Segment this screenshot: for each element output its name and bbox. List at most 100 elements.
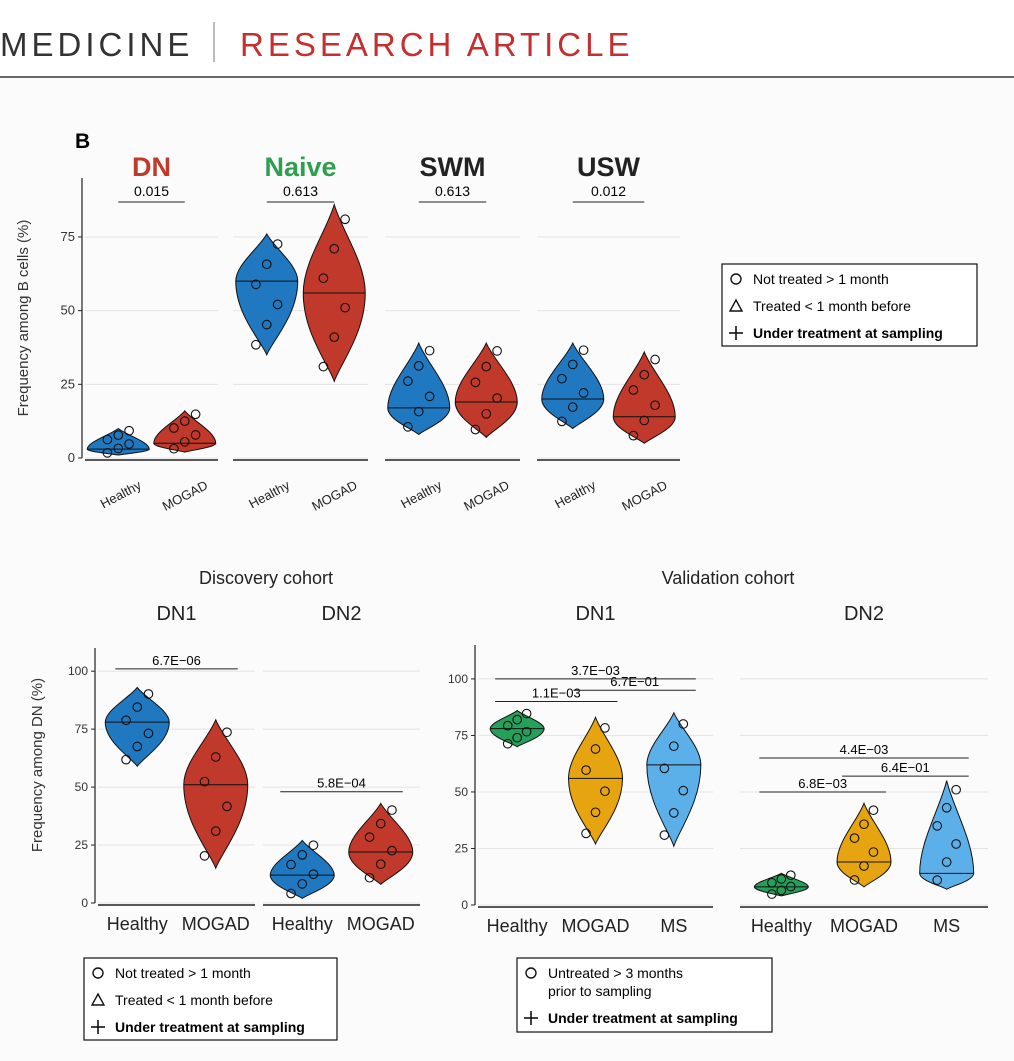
data-point (590, 744, 601, 754)
data-point (403, 421, 413, 432)
data-point (121, 715, 131, 726)
violin-healthy (235, 232, 299, 357)
violin-mogad (348, 802, 414, 886)
y-tick-label: 75 (75, 722, 89, 736)
data-point (222, 727, 232, 738)
legend-label: prior to sampling (548, 983, 652, 999)
legend-triangle-icon (728, 298, 744, 312)
data-point (286, 888, 296, 899)
comparison-pvalue: 1.1E−03 (532, 686, 581, 701)
facet-title: DN2 (844, 603, 884, 625)
data-point (210, 826, 221, 836)
data-point (650, 400, 660, 411)
data-point (297, 879, 308, 889)
legend-circle-icon (525, 967, 537, 979)
data-point (102, 434, 113, 445)
data-point (557, 416, 567, 427)
data-point (502, 720, 513, 731)
violin-mogad (454, 341, 518, 439)
data-point (470, 424, 481, 435)
legend-label: Under treatment at sampling (753, 325, 943, 341)
legend-label: Treated < 1 month before (753, 298, 911, 314)
data-point (403, 376, 413, 386)
data-point (387, 805, 397, 815)
data-point (849, 833, 860, 843)
x-tick-label: MOGAD (182, 914, 250, 934)
data-point (628, 430, 639, 441)
data-point (668, 808, 679, 818)
data-point (502, 738, 513, 749)
pvalue-label: 0.015 (134, 183, 169, 199)
data-point (329, 332, 340, 343)
comparison-pvalue: 6.7E−06 (152, 653, 201, 668)
article-type: RESEARCH ARTICLE (240, 26, 634, 63)
x-tick-label: Healthy (751, 916, 812, 936)
y-tick-label: 0 (81, 896, 88, 910)
data-point (567, 359, 578, 370)
data-point (199, 776, 210, 787)
y-tick-label: 0 (68, 450, 75, 465)
data-point (785, 881, 796, 892)
data-point (868, 805, 879, 816)
data-point (132, 702, 143, 712)
data-point (767, 889, 777, 899)
violin-ms (919, 780, 975, 890)
data-point (470, 377, 481, 388)
data-point (169, 443, 179, 454)
data-point (424, 345, 435, 356)
data-point (169, 423, 179, 433)
y-tick-label: 25 (61, 376, 75, 391)
data-point (179, 436, 190, 447)
validation-cohort-title: Validation cohort (662, 568, 795, 588)
data-point (650, 354, 660, 365)
data-point (776, 874, 787, 884)
facet-title: DN2 (321, 603, 361, 625)
journal-name: MEDICINE (0, 26, 194, 63)
data-point (659, 763, 670, 774)
y-tick-label: 75 (61, 229, 75, 244)
violin-ms (646, 711, 702, 848)
legend-label: Untreated > 3 months (548, 965, 683, 981)
data-point (557, 373, 567, 384)
data-point (124, 439, 134, 449)
x-tick-label: MS (660, 916, 687, 936)
violin-healthy (541, 341, 605, 430)
data-point (581, 828, 591, 839)
data-point (210, 752, 221, 762)
data-point (132, 741, 143, 752)
pvalue-label: 0.613 (283, 183, 318, 199)
facet-title: DN (132, 152, 171, 182)
y-tick-label: 0 (461, 898, 468, 912)
legend-label: Not treated > 1 month (115, 965, 251, 981)
data-point (413, 361, 424, 371)
data-point (849, 875, 860, 885)
data-point (859, 819, 869, 830)
legend-box (721, 263, 978, 347)
data-point (329, 243, 340, 254)
data-point (272, 239, 283, 249)
data-point (512, 732, 523, 743)
data-point (308, 840, 319, 851)
data-point (102, 447, 113, 458)
y-tick-label: 25 (75, 838, 89, 852)
data-point (308, 869, 319, 880)
data-point (492, 346, 502, 356)
data-point (190, 409, 201, 420)
data-point (481, 408, 492, 419)
data-point (121, 754, 131, 765)
data-point (297, 850, 308, 860)
facet-title: DN1 (156, 603, 196, 625)
violin-mogad (183, 718, 249, 870)
data-point (578, 388, 589, 398)
pvalue-label: 0.012 (591, 183, 626, 199)
x-tick-label: Healthy (246, 477, 292, 511)
x-tick-label: Healthy (552, 477, 598, 511)
data-point (286, 859, 296, 870)
legend-triangle-icon (90, 992, 106, 1006)
y-tick-label: 50 (455, 785, 469, 799)
x-tick-label: MOGAD (461, 477, 511, 513)
facet-title: Naive (264, 152, 336, 182)
data-point (941, 857, 952, 867)
data-point (340, 214, 350, 225)
